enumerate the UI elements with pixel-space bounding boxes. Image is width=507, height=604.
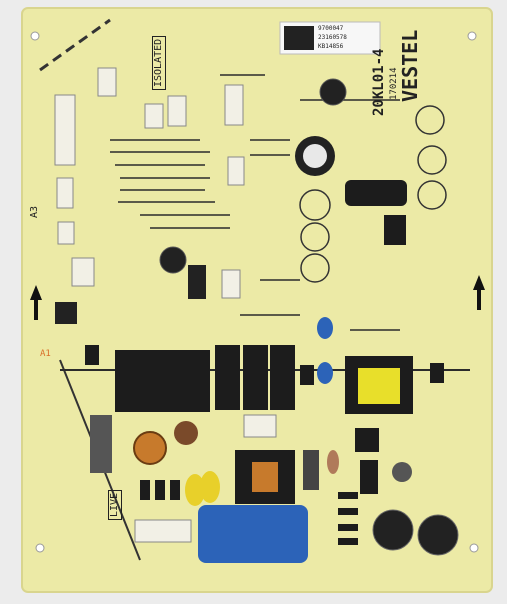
side-mark-a1: A1: [40, 349, 51, 359]
arrow-up-marks: [30, 275, 485, 320]
mounting-hole: [469, 543, 479, 553]
mounting-hole: [35, 543, 45, 553]
barcode: [284, 26, 314, 50]
ic-chip: [355, 428, 379, 452]
connectors: [54, 67, 277, 543]
sticker-line-2: 23160578: [318, 34, 347, 41]
mounting-hole: [30, 31, 40, 41]
ic-chip: [300, 365, 314, 385]
component-footprints: [299, 105, 447, 283]
isolation-line: [39, 18, 111, 72]
diodes: [140, 480, 358, 545]
choke-winding: [252, 462, 278, 492]
switch: [55, 302, 77, 324]
resistor: [303, 450, 319, 490]
power-resistor: [90, 415, 112, 473]
regulator: [384, 215, 406, 245]
toroid-inductor: [133, 431, 167, 465]
disc-capacitor: [174, 421, 198, 445]
side-mark-a3: A3: [29, 205, 40, 218]
date-code-label: 170214: [389, 67, 399, 100]
ic-chip: [430, 363, 444, 383]
black-connector: [188, 265, 206, 299]
buzzer-label: [303, 144, 327, 168]
transformer-core: [358, 368, 400, 404]
mounting-hole: [467, 31, 477, 41]
brand-label: VESTEL: [398, 29, 422, 102]
relays: [115, 345, 295, 412]
sticker-line-1: 9700047: [318, 25, 344, 32]
electrolytic-capacitor: [392, 462, 412, 482]
ic-chip: [360, 460, 378, 494]
film-capacitor: [198, 505, 308, 563]
ceramic-capacitor: [317, 317, 333, 339]
isolated-label: ISOLATED: [152, 35, 166, 90]
electrolytic-capacitor: [372, 509, 414, 551]
sticker-line-3: KB14856: [318, 43, 344, 50]
electrolytic-capacitor: [417, 514, 459, 556]
resistor: [327, 450, 339, 474]
x-capacitor: [185, 474, 205, 506]
electrolytic-capacitor: [159, 246, 187, 274]
ceramic-capacitor: [317, 362, 333, 384]
live-label: LIVE: [108, 489, 122, 520]
x-capacitor: [200, 471, 220, 503]
board-code-label: 20KL01-4: [371, 48, 387, 116]
transistor: [85, 345, 99, 365]
horizontal-capacitor: [345, 180, 407, 206]
electrolytic-capacitor: [319, 78, 347, 106]
